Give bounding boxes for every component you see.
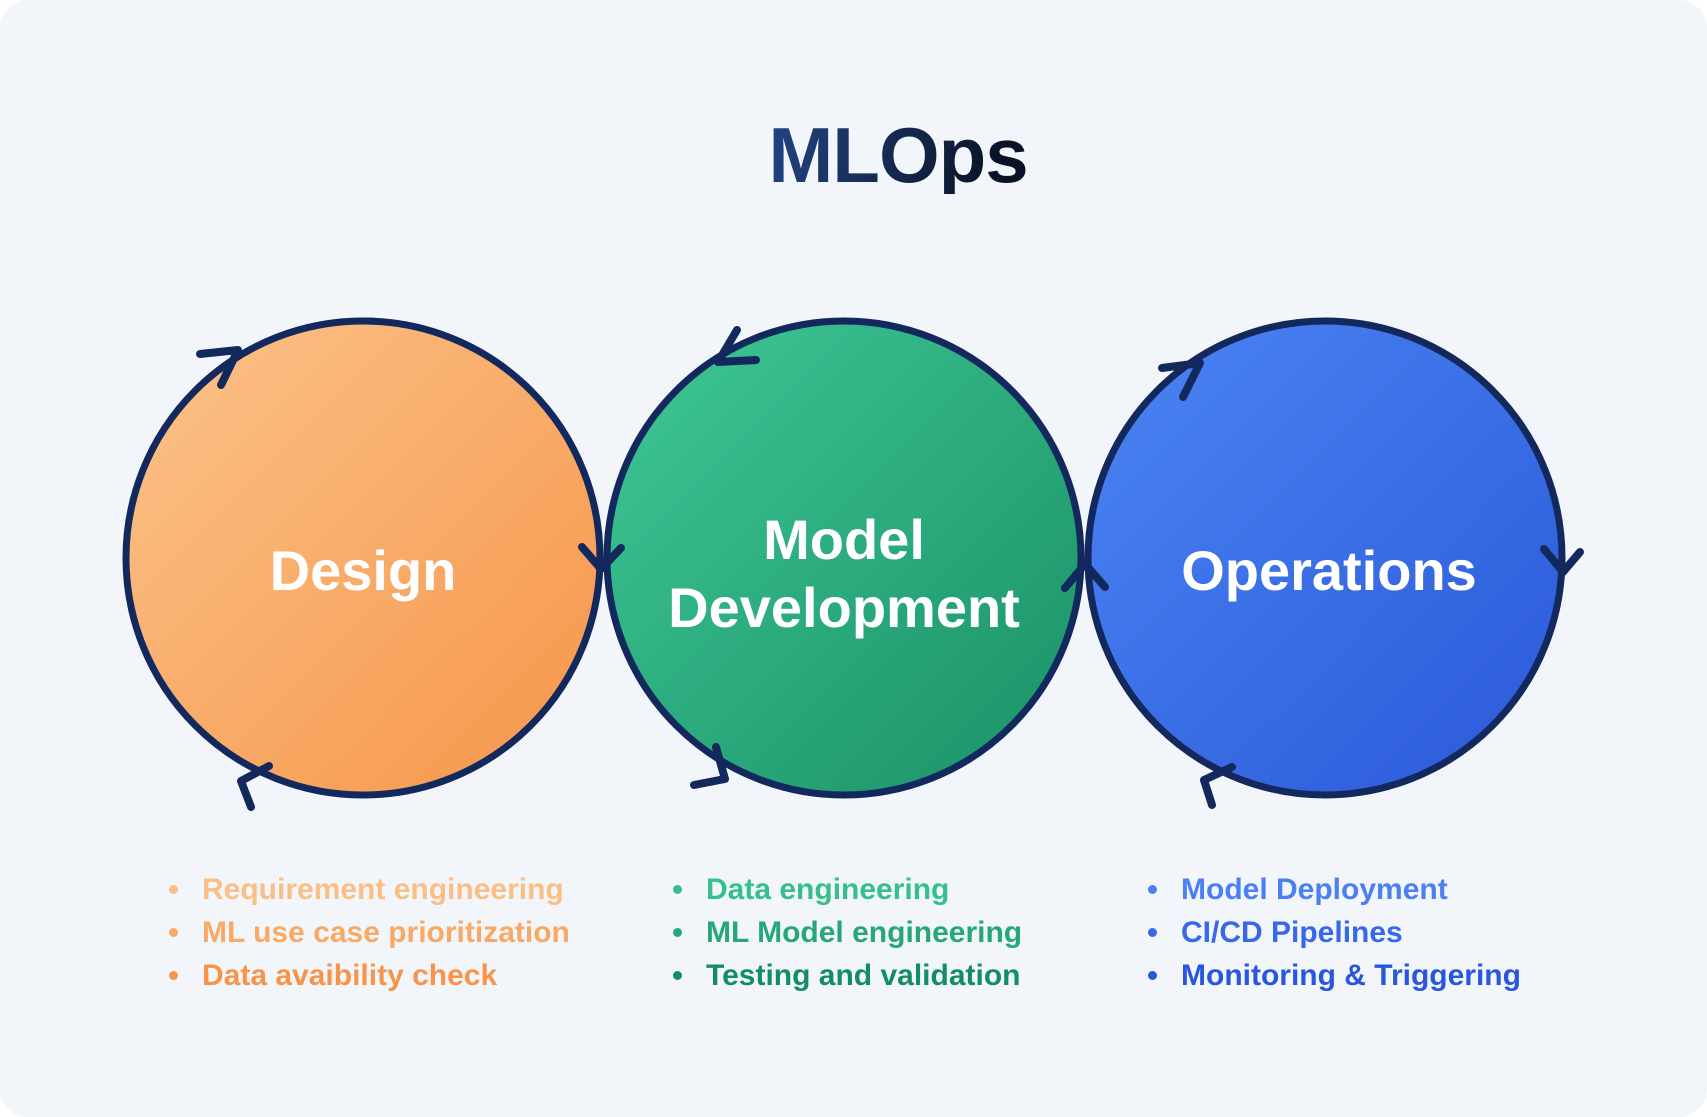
- list-item-text: ML Model engineering: [706, 916, 1023, 949]
- flow-arrow-icon: [714, 326, 760, 366]
- operations-circle: [1084, 317, 1566, 799]
- list-item: Testing and validation: [673, 954, 1022, 997]
- flow-arrow-icon: [237, 762, 273, 811]
- operations-list: Model Deployment CI/CD Pipelines Monitor…: [1148, 868, 1521, 997]
- bullet-dot: [1148, 928, 1157, 937]
- list-item-text: Testing and validation: [706, 959, 1021, 992]
- bullet-dot: [673, 928, 682, 937]
- list-item-text: CI/CD Pipelines: [1181, 916, 1403, 949]
- list-item-text: ML use case prioritization: [202, 916, 570, 949]
- design-label: Design: [269, 539, 457, 602]
- design-list: Requirement engineering ML use case prio…: [169, 868, 570, 997]
- list-item-text: Data engineering: [706, 873, 950, 906]
- design-circle: [122, 317, 604, 799]
- list-item: Model Deployment: [1148, 868, 1521, 911]
- bullet-dot: [169, 885, 178, 894]
- flow-arrow-icon: [196, 346, 242, 389]
- bullet-dot: [673, 885, 682, 894]
- flow-arrow-icon: [1158, 359, 1204, 401]
- list-item: CI/CD Pipelines: [1148, 911, 1521, 954]
- bullet-dot: [673, 971, 682, 980]
- cycle-arrows: [196, 326, 1584, 811]
- flow-arrow-icon: [578, 543, 625, 573]
- bullet-dot: [1148, 885, 1157, 894]
- flow-arrow-icon: [690, 743, 729, 789]
- list-item: Data engineering: [673, 868, 1022, 911]
- list-item-text: Data avaibility check: [202, 959, 498, 992]
- list-item-text: Monitoring & Triggering: [1181, 959, 1521, 992]
- page-title: MLOps: [768, 111, 1028, 199]
- flow-arrow-icon: [1540, 545, 1584, 576]
- operations-label: Operations: [1181, 539, 1477, 602]
- model-development-list: Data engineering ML Model engineering Te…: [673, 868, 1022, 997]
- list-item: ML use case prioritization: [169, 911, 570, 954]
- bullet-dot: [169, 971, 178, 980]
- model-development-label: Model Development: [668, 508, 1020, 639]
- list-item-text: Requirement engineering: [202, 873, 564, 906]
- bullet-dot: [169, 928, 178, 937]
- list-item: ML Model engineering: [673, 911, 1022, 954]
- list-item-text: Model Deployment: [1181, 873, 1448, 906]
- list-item: Monitoring & Triggering: [1148, 954, 1521, 997]
- flow-arrow-icon: [1200, 763, 1236, 809]
- list-item: Requirement engineering: [169, 868, 570, 911]
- bullet-dot: [1148, 971, 1157, 980]
- list-item: Data avaibility check: [169, 954, 570, 997]
- flow-arrow-icon: [1061, 560, 1109, 592]
